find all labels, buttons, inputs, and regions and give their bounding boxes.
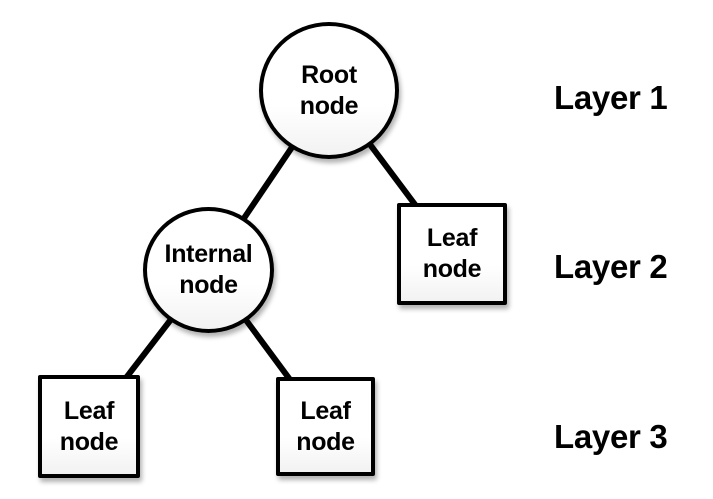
root-node-label: Root node [299, 60, 359, 120]
leaf-node-center-label: Leaf node [296, 396, 355, 456]
leaf-node-right-label: Leaf node [422, 224, 482, 283]
layer-3-label: Layer 3 [554, 418, 668, 455]
layer-2-label: Layer 2 [554, 248, 668, 285]
leaf-node-right: Leaf node [397, 203, 507, 305]
internal-node-label: Internal node [164, 240, 253, 299]
layer-1-label: Layer 1 [554, 79, 668, 116]
root-node: Root node [259, 22, 399, 159]
leaf-node-left-label: Leaf node [59, 396, 119, 456]
leaf-node-left: Leaf node [38, 375, 140, 478]
leaf-node-center: Leaf node [276, 377, 375, 476]
internal-node: Internal node [143, 207, 274, 333]
